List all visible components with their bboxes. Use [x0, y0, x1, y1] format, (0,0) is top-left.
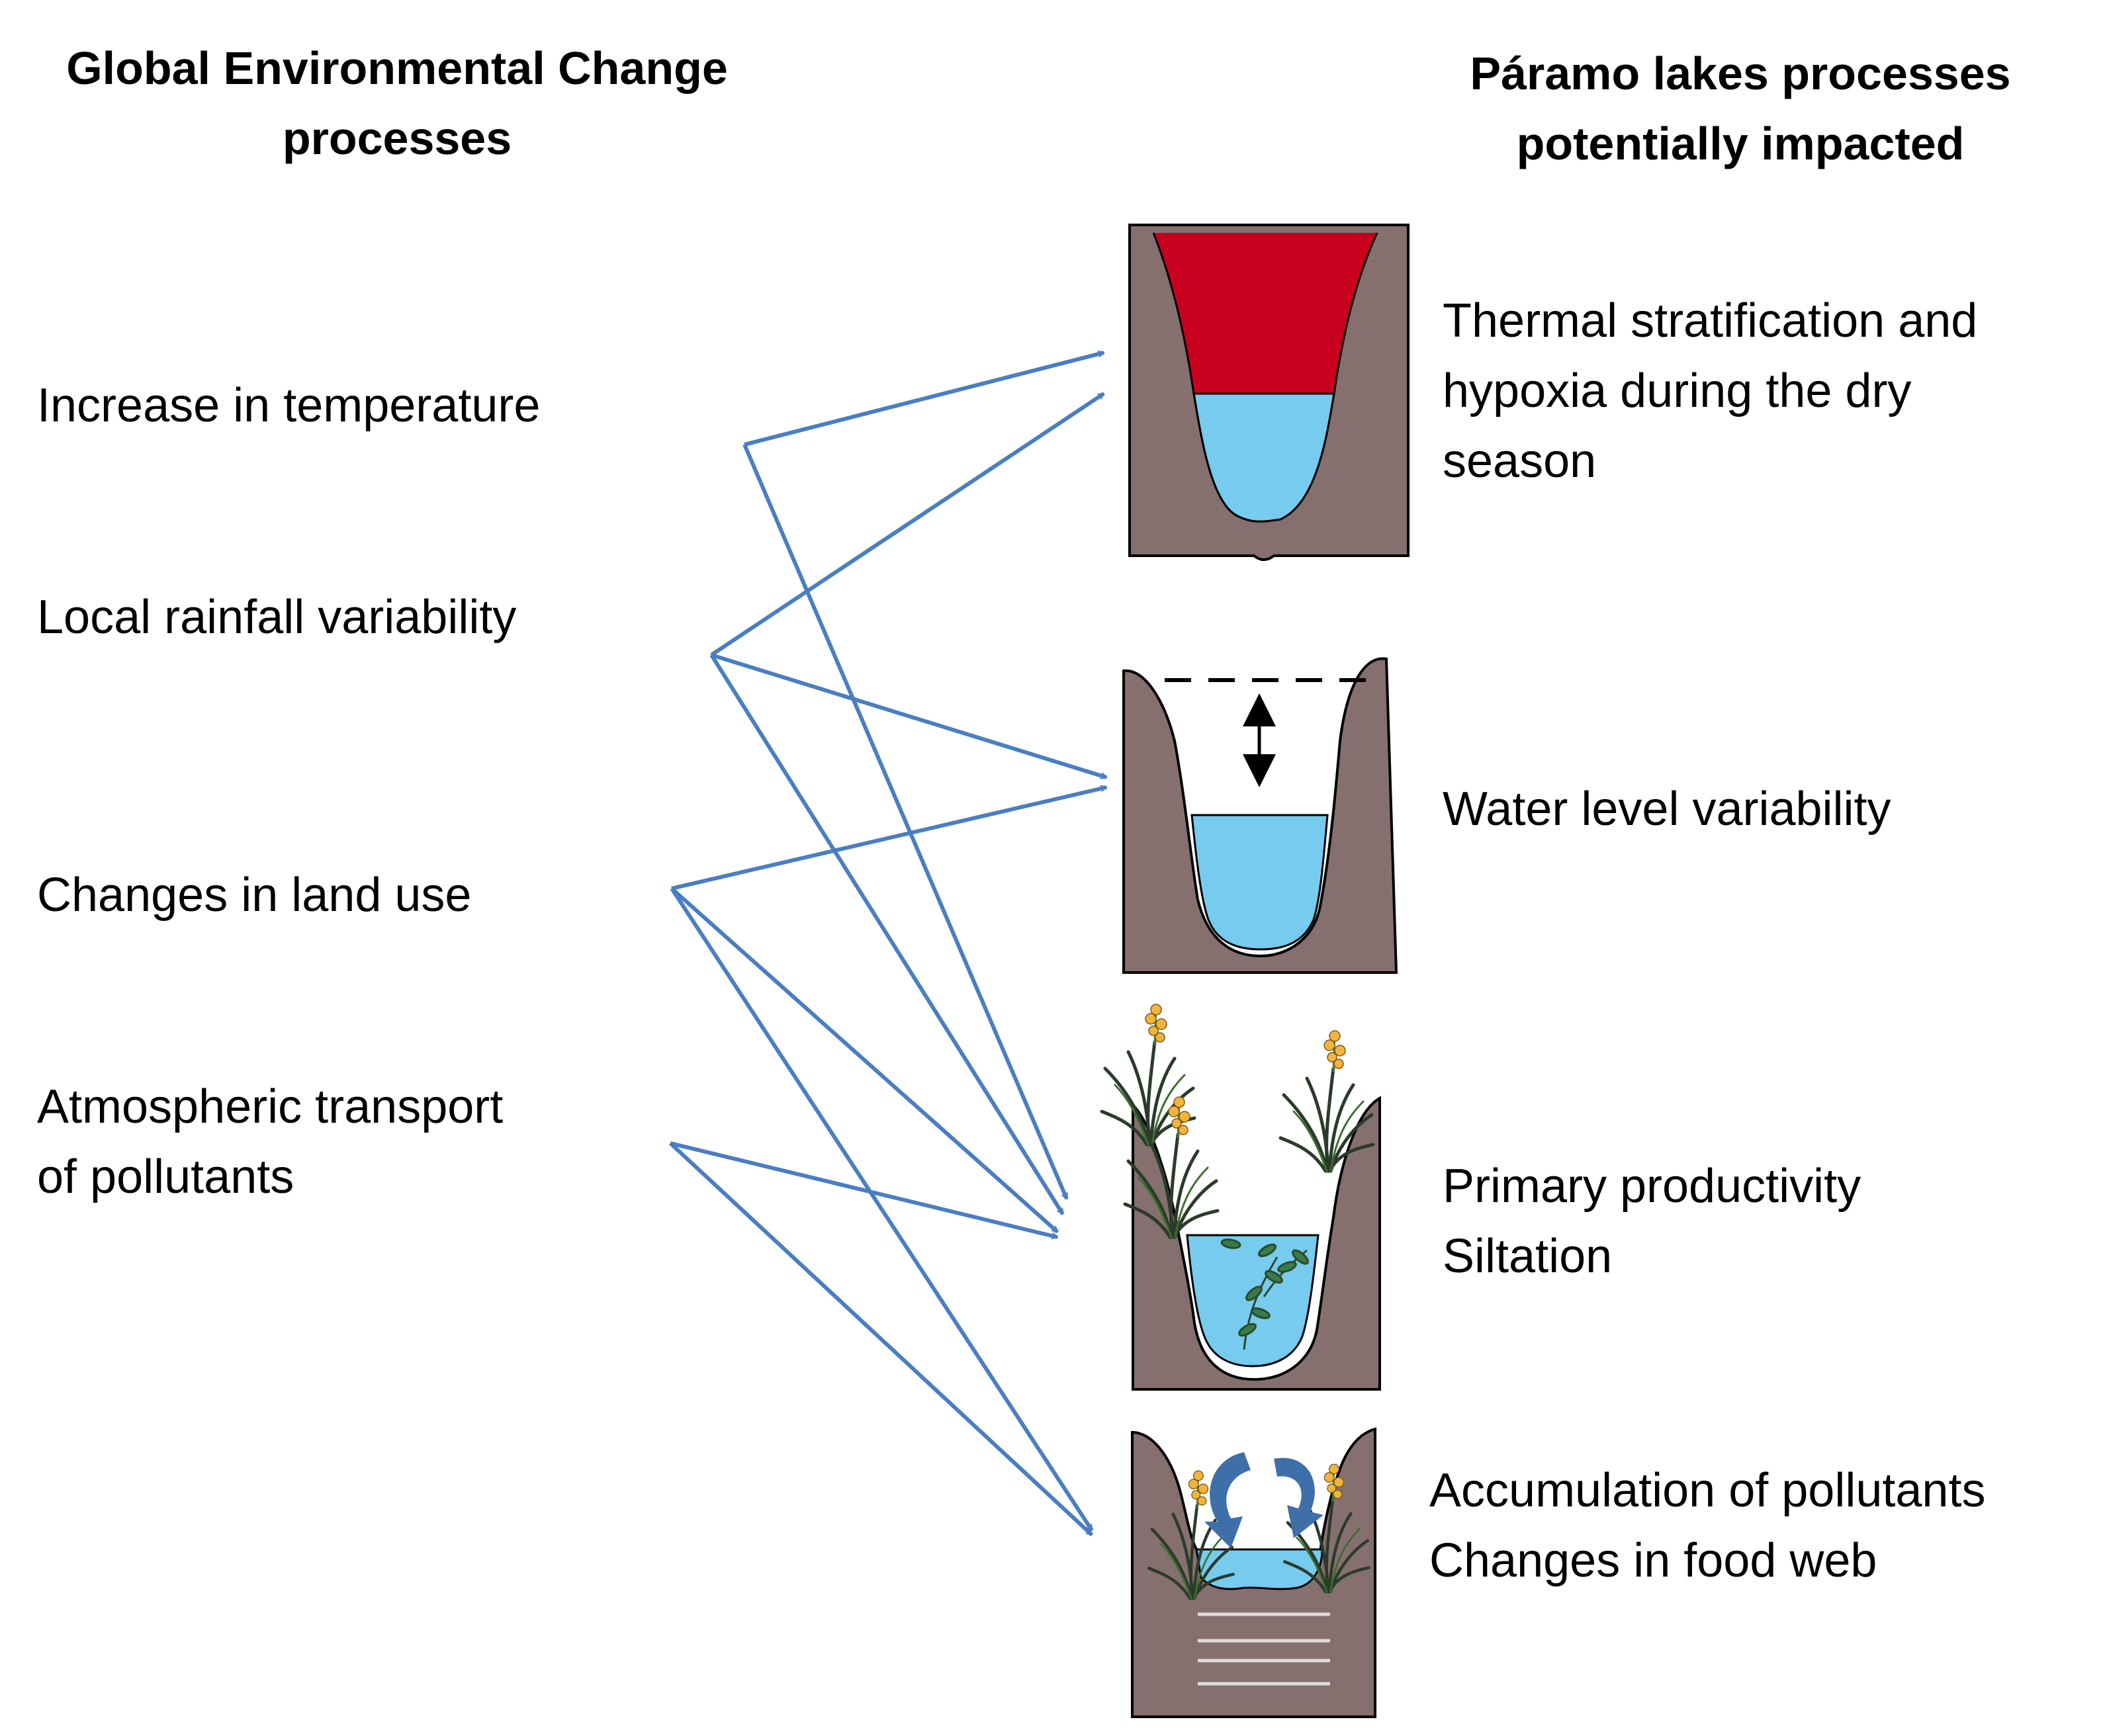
double-arrow-icon [1243, 693, 1276, 787]
lake-water-level [1122, 657, 1398, 974]
lake-productivity [1102, 1004, 1381, 1391]
cause-rainfall: Local rainfall variability [37, 591, 517, 644]
effect-water-level: Water level variability [1443, 783, 1891, 836]
right-heading: Páramo lakes processes potentially impac… [1470, 48, 2011, 169]
arrow-pollutants-to-productivity [670, 1141, 1057, 1237]
cause-land-use: Changes in land use [37, 869, 472, 922]
lake-2-water [1190, 814, 1329, 951]
arrow-land-use-to-accumulation [670, 887, 1094, 1530]
arrow-temperature-to-stratification [744, 353, 1104, 447]
arrow-rainfall-to-productivity [709, 654, 1065, 1214]
lake-stratification [1128, 224, 1410, 561]
arrow-temperature-to-productivity [742, 443, 1069, 1199]
arrow-land-use-to-productivity [670, 887, 1057, 1234]
cause-pollutants: Atmospheric transport of pollutants [37, 1080, 504, 1203]
arrow-rainfall-to-stratification [710, 392, 1104, 657]
lake-1-warm-layer [1153, 233, 1377, 394]
sediment-layer-lines [1198, 1612, 1330, 1686]
effect-stratification: Thermal stratification and hypoxia durin… [1443, 294, 1978, 488]
cause-temperature: Increase in temperature [37, 379, 541, 432]
arrow-group [668, 353, 1106, 1537]
lake-accumulation [1131, 1427, 1376, 1718]
lake-2-basin [1122, 657, 1398, 974]
aquatic-plant-icon [1220, 1238, 1309, 1350]
arrow-pollutants-to-accumulation [668, 1141, 1092, 1537]
arrow-rainfall-to-water-level [711, 653, 1106, 777]
left-heading: Global Environmental Change processes [66, 42, 728, 164]
arrow-land-use-to-water-level [671, 787, 1106, 890]
effect-productivity: Primary productivity Siltation [1443, 1160, 1861, 1283]
effect-accumulation: Accumulation of pollutants Changes in fo… [1429, 1464, 1986, 1587]
cycle-arrows-icon [1204, 1452, 1323, 1548]
sedge-plant-icon [1280, 1031, 1373, 1171]
